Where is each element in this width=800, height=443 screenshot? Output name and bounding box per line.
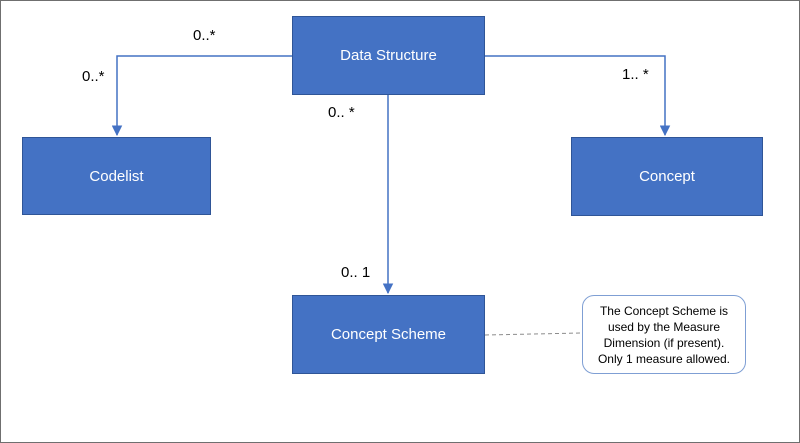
- node-codelist-label: Codelist: [89, 167, 144, 185]
- node-concept-scheme[interactable]: Concept Scheme: [292, 295, 485, 374]
- note-connector: [484, 332, 583, 336]
- multiplicity-concept-target: 1.. *: [622, 66, 649, 83]
- node-concept-scheme-label: Concept Scheme: [330, 326, 447, 343]
- node-concept-label: Concept: [639, 168, 695, 185]
- multiplicity-codelist-target: 0..*: [82, 68, 105, 85]
- node-data-structure[interactable]: Data Structure: [292, 16, 485, 95]
- annotation-note[interactable]: The Concept Scheme is used by the Measur…: [582, 295, 746, 374]
- node-codelist[interactable]: Codelist: [22, 137, 211, 215]
- node-concept[interactable]: Concept: [571, 137, 763, 216]
- multiplicity-codelist-source: 0..*: [193, 27, 216, 44]
- multiplicity-concept-scheme-target: 0.. 1: [341, 264, 371, 281]
- node-data-structure-label: Data Structure: [340, 47, 437, 64]
- edge-datastructure-codelist: [111, 55, 292, 137]
- annotation-note-text: The Concept Scheme is used by the Measur…: [597, 303, 731, 366]
- multiplicity-concept-scheme-source: 0.. *: [328, 104, 355, 121]
- edge-datastructure-concept: [485, 55, 671, 137]
